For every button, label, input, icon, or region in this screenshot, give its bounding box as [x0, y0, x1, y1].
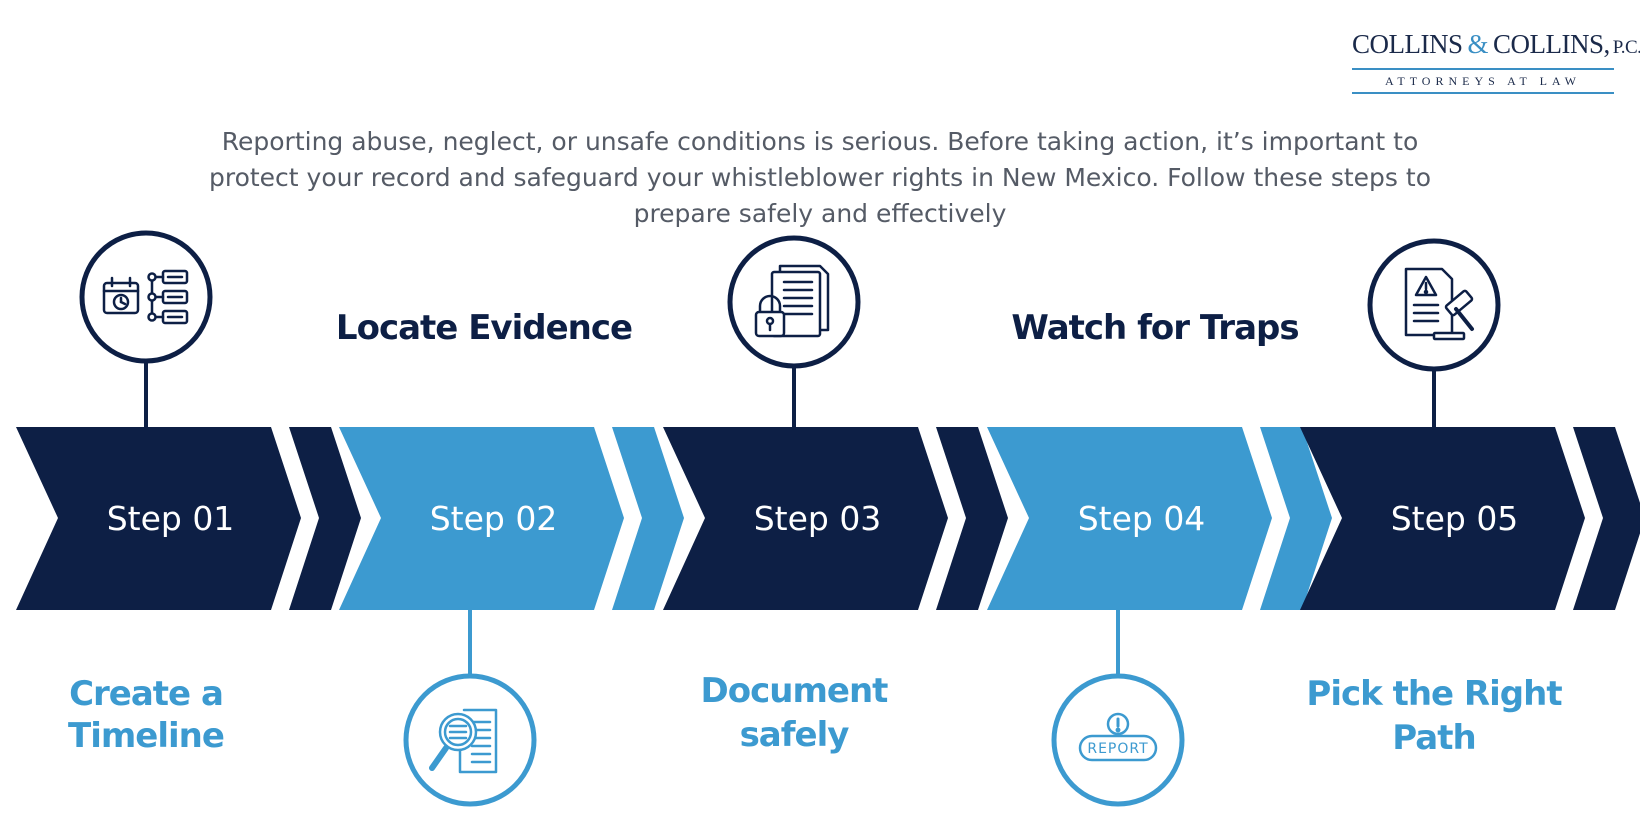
step-title-3-line-1: Document	[701, 671, 889, 711]
report-icon-text: REPORT	[1087, 741, 1148, 757]
step-label-5: Step 05	[1391, 499, 1519, 538]
step-arrow-tail-4	[1260, 427, 1332, 610]
step-title-4-line-1: Watch for Traps	[1011, 308, 1298, 348]
report-alert-icon: REPORT	[1051, 673, 1185, 807]
step-arrow-tail-5	[1573, 427, 1640, 610]
step-label-3: Step 03	[754, 499, 882, 538]
step-title-1-line-1: Create a	[69, 674, 223, 714]
step-title-3-line-2: safely	[740, 715, 850, 755]
logo-rule-top	[1352, 68, 1614, 70]
step-title-1-line-2: Timeline	[68, 716, 224, 756]
logo-name-left: COLLINS	[1352, 29, 1463, 59]
step-icons: REPORT	[79, 230, 1501, 807]
logo-ampersand: &	[1467, 29, 1489, 59]
step-arrow-tail-2	[612, 427, 684, 610]
step-arrow-4	[987, 427, 1272, 610]
connector-lines	[144, 361, 1436, 676]
step-label-2: Step 02	[430, 499, 558, 538]
logo-subtitle: ATTORNEYS AT LAW	[1385, 74, 1581, 88]
calendar-timeline-icon	[79, 230, 213, 364]
step-arrow-1	[16, 427, 301, 610]
logo-name: COLLINS&COLLINS,P.C.	[1352, 26, 1640, 66]
legal-gavel-document-icon	[1367, 238, 1501, 372]
logo-rule-bottom	[1352, 92, 1614, 94]
step-label-1: Step 01	[107, 499, 235, 538]
step-arrow-5	[1300, 427, 1585, 610]
step-title-2-line-1: Locate Evidence	[336, 308, 632, 348]
magnifying-glass-document-icon	[403, 673, 537, 807]
intro-text: Reporting abuse, neglect, or unsafe cond…	[208, 127, 1431, 228]
step-arrow-2	[339, 427, 624, 610]
step-arrow-tail-1	[289, 427, 361, 610]
step-arrow-tail-3	[936, 427, 1008, 610]
locked-document-icon	[727, 235, 861, 369]
step-title-5-line-2: Path	[1392, 718, 1475, 758]
firm-logo: COLLINS&COLLINS,P.C. ATTORNEYS AT LAW	[1352, 26, 1640, 96]
logo-name-right: COLLINS,	[1493, 29, 1610, 59]
step-arrow-3	[663, 427, 948, 610]
step-label-4: Step 04	[1078, 499, 1206, 538]
step-arrows: Step 01 Step 02 Step 03 Step 04 Step 05	[16, 427, 1640, 610]
logo-suffix: P.C.	[1612, 37, 1640, 58]
step-title-5-line-1: Pick the Right	[1306, 674, 1562, 714]
